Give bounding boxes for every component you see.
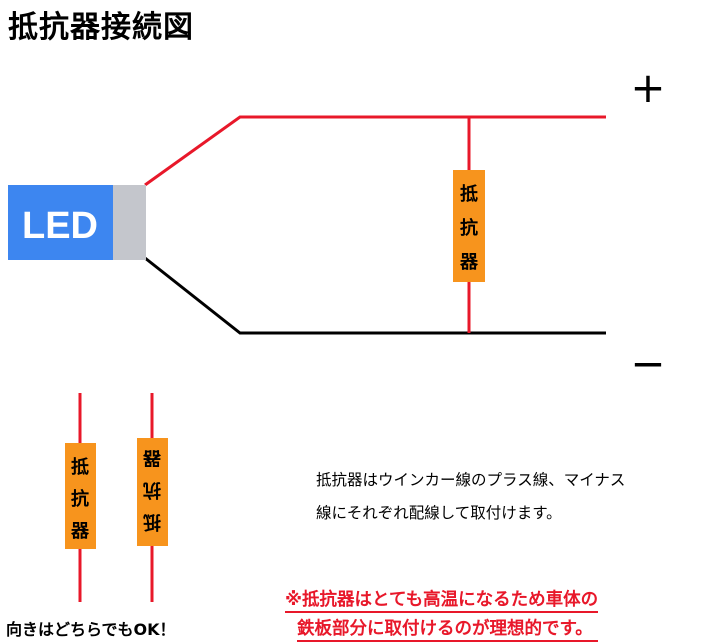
resistor-sample-2: 抵 抗 器 [137, 393, 168, 602]
positive-wire [144, 115, 606, 187]
resistor-sample-1-label-2: 抗 [71, 488, 89, 510]
plus-symbol: + [630, 63, 665, 112]
wiring-note: 抵抗器はウインカー線のプラス線、マイナス 線にそれぞれ配線して取付けます。 [316, 464, 716, 530]
minus-symbol: − [630, 339, 665, 388]
wiring-note-line-1: 抵抗器はウインカー線のプラス線、マイナス [316, 471, 626, 489]
resistor-circuit: 抵 抗 器 [453, 170, 485, 282]
page-title: 抵抗器接続図 [8, 10, 194, 45]
wiring-note-line-2: 線にそれぞれ配線して取付けます。 [316, 504, 562, 522]
resistor-sample-1-label-3: 器 [70, 521, 90, 542]
led-label: LED [22, 205, 98, 247]
heat-warning-line-1: ※抵抗器はとても高温になるため車体の [285, 586, 599, 615]
resistor-sample-2-label-1: 抵 [143, 511, 161, 533]
resistor-sample-2-label-2: 抗 [143, 479, 161, 501]
resistor-sample-2-label-3: 器 [142, 447, 162, 468]
resistor-circuit-label-3: 器 [459, 252, 479, 273]
heat-warning-line-2: 鉄板部分に取付けるのが理想的です。 [297, 615, 599, 644]
resistor-circuit-label-1: 抵 [460, 183, 478, 205]
led-bulb: LED [8, 185, 146, 260]
resistor-sample-1: 抵 抗 器 [65, 393, 96, 602]
resistor-circuit-label-2: 抗 [460, 217, 478, 239]
direction-note: 向きはどちらでもOK！ [6, 620, 176, 639]
negative-wire [144, 256, 606, 335]
heat-warning: ※抵抗器はとても高温になるため車体の 鉄板部分に取付けるのが理想的です。 [285, 586, 599, 644]
resistor-sample-1-label-1: 抵 [71, 456, 89, 478]
